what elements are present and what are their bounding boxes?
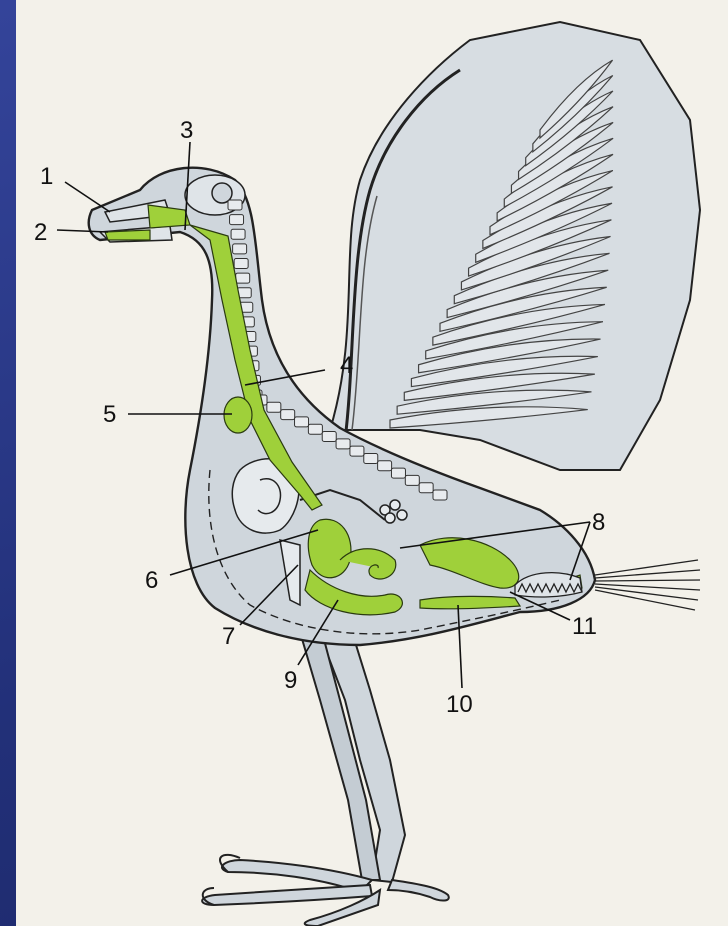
- vertebra: [234, 258, 248, 268]
- vertebra: [433, 490, 447, 500]
- vertebra: [322, 432, 336, 442]
- label-1: 1: [40, 163, 53, 190]
- label-3: 3: [180, 117, 193, 144]
- vertebra: [295, 417, 309, 427]
- legs: [202, 632, 449, 926]
- label-11: 11: [572, 613, 597, 640]
- label-5: 5: [103, 401, 116, 428]
- label-8: 8: [592, 509, 605, 536]
- label-4: 4: [340, 352, 353, 379]
- vertebra: [391, 468, 405, 478]
- tail-feathers: [595, 560, 700, 610]
- rectum: [420, 596, 520, 608]
- vertebra: [364, 453, 378, 463]
- vertebra: [233, 244, 247, 254]
- vertebra: [230, 215, 244, 225]
- label-6: 6: [145, 567, 158, 594]
- vertebra: [350, 446, 364, 456]
- vertebra: [419, 483, 433, 493]
- crop: [224, 397, 252, 433]
- vertebra: [267, 402, 281, 412]
- vertebra: [336, 439, 350, 449]
- label-2: 2: [34, 219, 47, 246]
- vertebra: [231, 229, 245, 239]
- wing: [330, 22, 700, 470]
- label-7: 7: [222, 623, 235, 650]
- vertebra: [378, 461, 392, 471]
- vertebra: [236, 273, 250, 283]
- lower-beak-cavity: [105, 230, 150, 240]
- vertebra: [405, 475, 419, 485]
- vertebra: [281, 410, 295, 420]
- vertebra: [228, 200, 242, 210]
- vertebra: [308, 424, 322, 434]
- label-10: 10: [446, 691, 473, 718]
- label-9: 9: [284, 667, 297, 694]
